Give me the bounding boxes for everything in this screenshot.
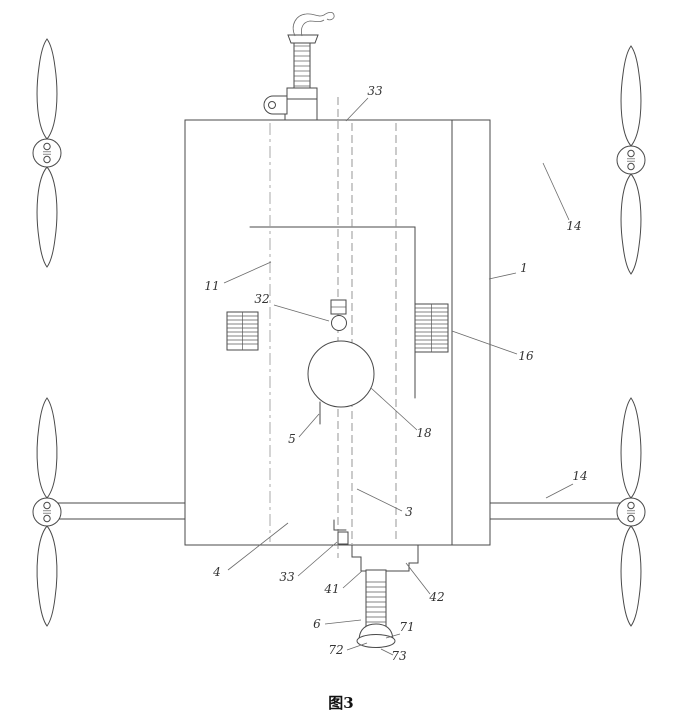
top-screw-nut [287,34,319,44]
top-screw-base [284,98,318,121]
ref-label-3: 3 [405,505,413,519]
leader-lines [223,97,574,656]
propeller-top-right [616,45,646,275]
ref-label-71: 71 [399,620,414,634]
ref-label-18: 18 [416,426,432,440]
bottom-screw-rod [365,569,387,631]
propeller-bottom-left [32,397,62,627]
wing-handle-inner [301,19,325,37]
propeller-bottom-right [616,397,646,627]
reference-labels: 33 14 1 11 32 16 5 18 14 3 4 33 41 42 6 … [204,84,587,663]
figure-caption: 图3 [328,694,353,712]
right-arm [489,502,622,520]
right-vent-grill [414,303,449,353]
ref-label-14-upper: 14 [566,219,581,233]
ref-label-6: 6 [313,617,321,631]
foot-base [356,634,396,648]
ref-label-1: 1 [520,261,528,275]
propeller-top-left [32,38,62,268]
ref-label-41: 41 [323,582,339,596]
bottom-latch-33 [333,519,349,545]
ref-label-73: 73 [391,649,407,663]
ref-label-16: 16 [518,349,534,363]
bottom-screw-assembly [351,544,419,648]
pin-32 [330,299,347,331]
wing-handle [292,11,335,37]
ref-label-4: 4 [212,565,221,579]
ref-label-5: 5 [288,432,296,446]
ref-label-11: 11 [204,279,219,293]
bottom-mount-block [351,544,419,572]
ref-label-42: 42 [428,590,444,604]
ref-label-14-right: 14 [572,469,587,483]
left-vent-grill [226,311,259,351]
top-screw-assembly [263,11,335,121]
left-arm [57,502,186,520]
wheel-18 [307,340,375,408]
ref-label-33-top: 33 [367,84,383,98]
ref-label-32: 32 [254,292,269,306]
ref-label-72: 72 [328,643,343,657]
ref-label-33-bottom: 33 [279,570,295,584]
top-screw-collar [286,87,318,100]
